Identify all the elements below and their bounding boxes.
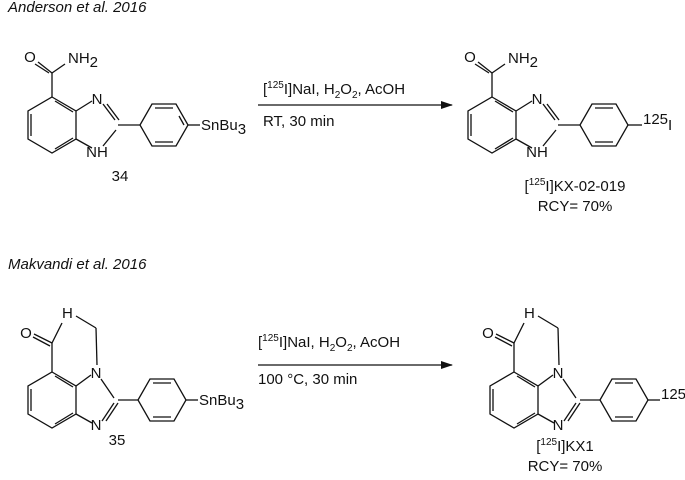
product-name-2: [125I]KX1 (536, 437, 594, 455)
atom-amide-nh2: NH2 (68, 50, 98, 71)
product-yield-2: RCY= 70% (527, 458, 603, 475)
atom-amide-nh2: NH2 (508, 50, 538, 71)
reactant-34-structure (27, 61, 200, 154)
conditions-1-reagents: [125I]NaI, H2O2, AcOH (263, 80, 406, 101)
atom-stannyl: SnBu3 (201, 117, 246, 138)
atom-lactam-h: H (62, 305, 73, 322)
atom-oxygen: O (464, 49, 476, 66)
atom-oxygen: O (24, 49, 36, 66)
atom-imine-n: N (91, 417, 102, 434)
compound-label-34: 34 (111, 168, 129, 185)
atom-imine-n: N (92, 91, 103, 108)
reactant-35-structure (27, 315, 198, 429)
product-yield-1: RCY= 70% (537, 198, 613, 215)
product-kx1-structure (489, 315, 660, 429)
conditions-1-time: RT, 30 min (263, 113, 335, 130)
atom-imine-n: N (532, 91, 543, 108)
conditions-2-time: 100 °C, 30 min (258, 371, 358, 388)
atom-nh: NH (86, 144, 108, 161)
atom-iodine: 125I (643, 111, 672, 134)
conditions-2-reagents: [125I]NaI, H2O2, AcOH (258, 333, 401, 354)
product-name-1: [125I]KX-02-019 (524, 177, 626, 195)
atom-iodine: 125I (661, 386, 685, 409)
atom-stannyl: SnBu3 (199, 392, 244, 413)
atom-lactam-h: H (524, 305, 535, 322)
reference-makvandi: Makvandi et al. 2016 (8, 256, 147, 273)
atom-oxygen: O (20, 325, 32, 342)
atom-nh: NH (526, 144, 548, 161)
atom-imine-n: N (553, 417, 564, 434)
reference-anderson: Anderson et al. 2016 (8, 0, 147, 16)
atom-oxygen: O (482, 325, 494, 342)
atom-ring-n: N (91, 365, 102, 382)
product-kx-02-019-structure (467, 61, 642, 154)
compound-label-35: 35 (108, 432, 126, 449)
atom-ring-n: N (553, 365, 564, 382)
